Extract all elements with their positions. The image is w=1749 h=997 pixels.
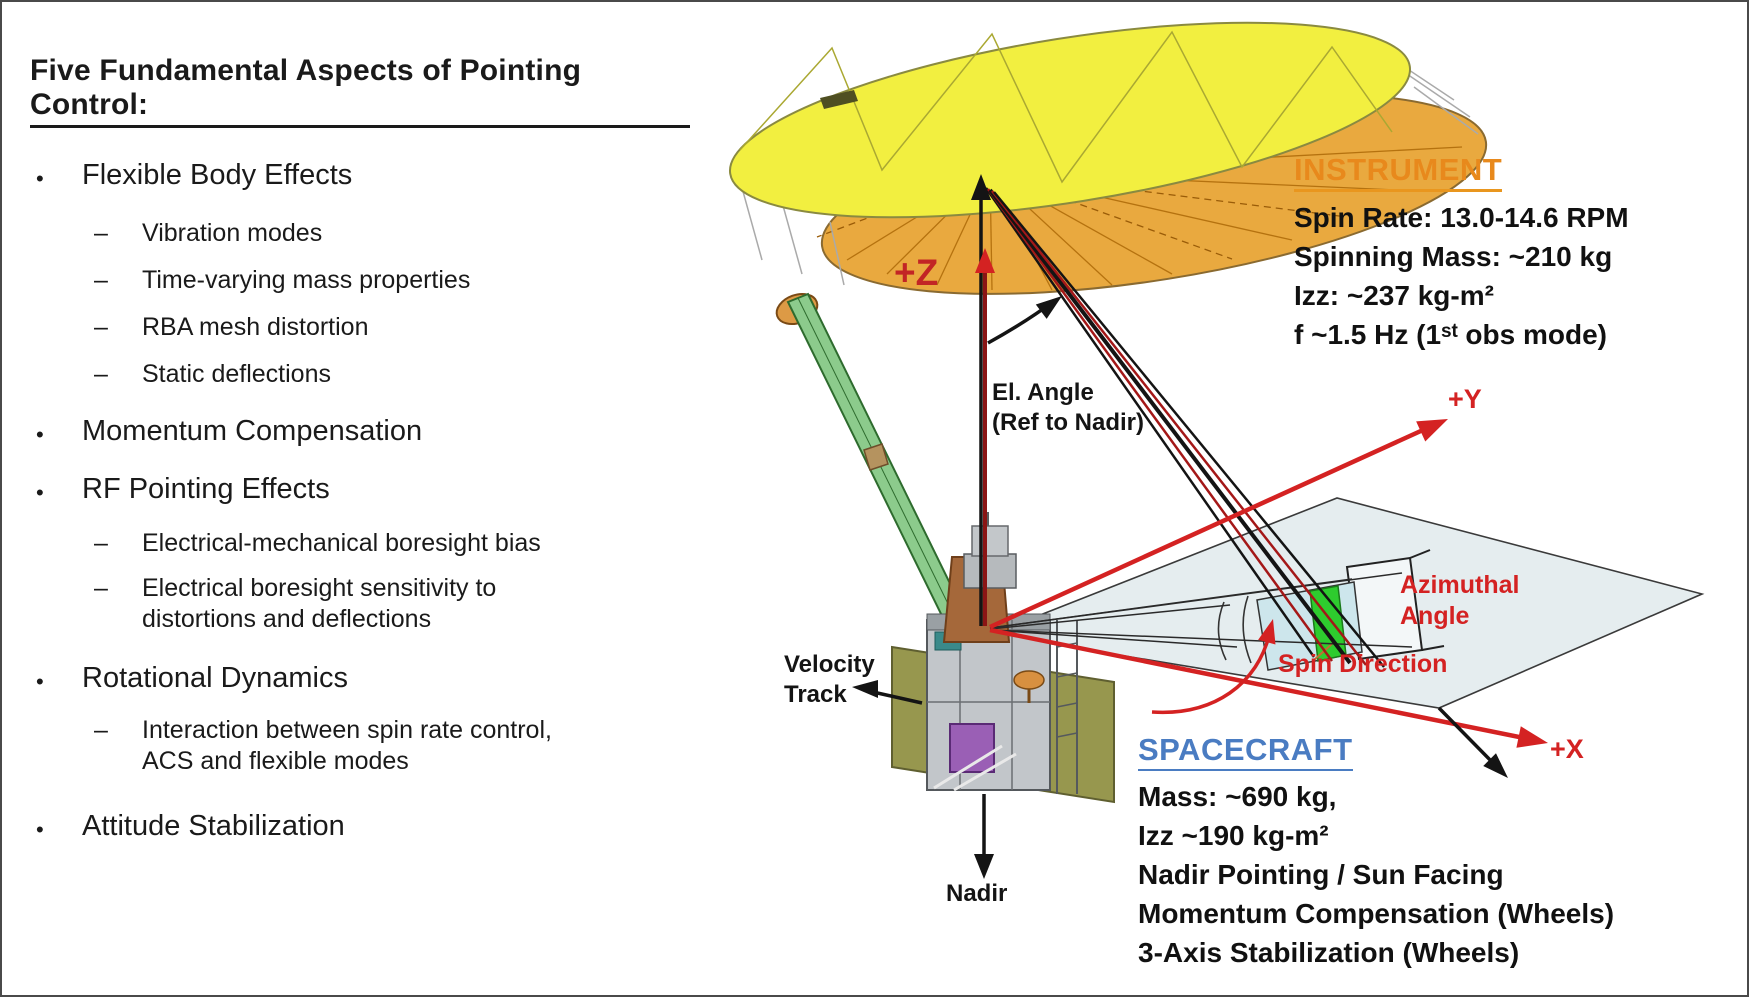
sight-lines [989,572,1413,648]
ring-truss-zigzag [739,30,1393,184]
list-item: – Electrical boresight sensitivity to di… [30,573,690,635]
bullet-marker: • [36,166,44,191]
dash-marker: – [94,313,108,341]
velocity-track-label: Velocity Track [784,651,875,708]
dash-marker: – [94,219,108,247]
z-axis-arrow [975,248,995,626]
instrument-izz: Izz: ~237 kg-m² [1294,280,1494,311]
boom-attach-bracket [820,90,858,109]
instrument-heading: INSTRUMENT [1294,152,1503,192]
list-item-label: Vibration modes [142,219,323,247]
y-axis-arrow [989,419,1448,630]
beam-lines [984,187,1385,668]
spacecraft-momentum: Momentum Compensation (Wheels) [1138,898,1615,929]
list-item-label: Flexible Body Effects [82,159,353,191]
nadir-label: Nadir [946,880,1008,907]
list-item-label: Static deflections [142,360,331,388]
spacecraft-mass: Mass: ~690 kg, [1138,781,1337,812]
list-item-label: Momentum Compensation [82,415,423,447]
list-item: – Electrical-mechanical boresight bias [30,528,690,559]
x-axis-arrow [989,627,1548,748]
elevation-angle-label: El. Angle (Ref to Nadir) [992,379,1144,436]
list-item-label: Rotational Dynamics [82,662,348,694]
nadir-arrow [974,794,994,879]
instrument-frequency: f ~1.5 Hz (1ˢᵗ obs mode) [1294,319,1607,350]
instrument-spec-block: INSTRUMENT Spin Rate: 13.0-14.6 RPM Spin… [1294,152,1747,354]
spacecraft-izz: Izz ~190 kg-m² [1138,820,1329,851]
list-item-label: Attitude Stabilization [82,810,345,842]
list-item: • Momentum Compensation [30,414,690,452]
spacecraft-spec-block: SPACECRAFT Mass: ~690 kg, Izz ~190 kg-m²… [1138,732,1698,972]
list-item-label: Interaction between spin rate control, A… [142,716,552,775]
spin-direction-label: Spin Direction [1278,650,1448,678]
page-title: Five Fundamental Aspects of Pointing Con… [30,54,690,128]
list-item: – Vibration modes [30,218,690,249]
dash-marker: – [94,574,108,602]
list-item-label: RF Pointing Effects [82,473,330,505]
dash-marker: – [94,716,108,744]
instrument-spinning-mass: Spinning Mass: ~210 kg [1294,241,1613,272]
list-item: – Interaction between spin rate control,… [30,715,690,777]
antenna-ring-top [728,21,1412,219]
dash-marker: – [94,529,108,557]
bullet-marker: • [36,669,44,694]
bullet-marker: • [36,422,44,447]
list-item-label: Time-varying mass properties [142,266,471,294]
list-item: – Static deflections [30,359,690,390]
bus-orange-disc [1013,670,1045,690]
z-axis-label: +Z [894,252,939,293]
spacecraft-pointing: Nadir Pointing / Sun Facing [1138,859,1504,890]
dash-marker: – [94,360,108,388]
azimuthal-angle-label: Azimuthal Angle [1400,571,1520,630]
list-item-label: Electrical-mechanical boresight bias [142,529,541,557]
list-item-label: RBA mesh distortion [142,313,369,341]
x-axis-label: +X [1550,734,1584,764]
plane-normal-arrow [1437,706,1508,778]
list-item: • Flexible Body Effects [30,158,690,196]
list-item: – Time-varying mass properties [30,265,690,296]
spacecraft-stabilization: 3-Axis Stabilization (Wheels) [1138,937,1520,968]
spacecraft-heading: SPACECRAFT [1138,732,1353,771]
list-item: • RF Pointing Effects [30,472,690,510]
spin-direction-arrow [1151,619,1276,715]
y-axis-label: +Y [1448,384,1482,414]
velocity-arrow [852,680,923,705]
list-item: • Attitude Stabilization [30,809,690,847]
el-angle-arc [987,296,1062,345]
list-item: – RBA mesh distortion [30,312,690,343]
boom-mid-joint [863,443,889,471]
feed-boom [775,292,966,622]
bullet-marker: • [36,817,44,842]
bullet-marker: • [36,480,44,505]
reflector-antenna [728,21,1488,295]
instrument-spin-rate: Spin Rate: 13.0-14.6 RPM [1294,202,1629,233]
spacecraft-bus [891,512,1115,804]
list-item-label: Electrical boresight sensitivity to dist… [142,574,497,633]
list-item: • Rotational Dynamics [30,661,690,699]
pointing-control-list: Five Fundamental Aspects of Pointing Con… [30,54,690,847]
dash-marker: – [94,266,108,294]
